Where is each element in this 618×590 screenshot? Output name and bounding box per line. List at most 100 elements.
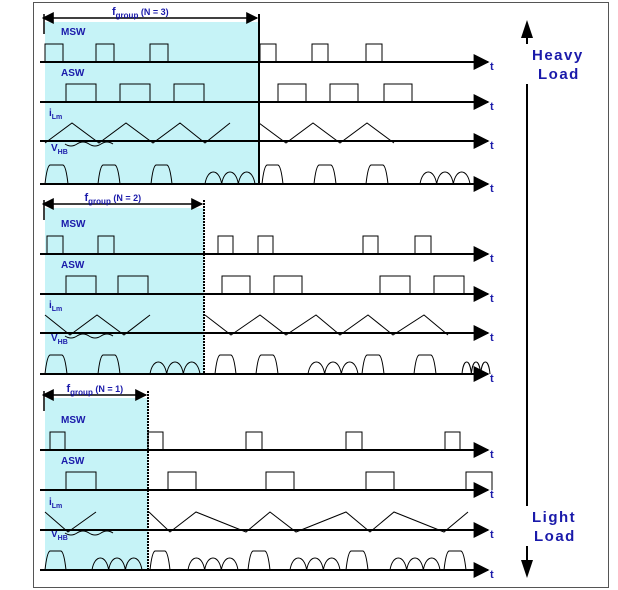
asw-pulse <box>65 275 97 294</box>
msw-pulse <box>149 43 169 62</box>
asw-label: ASW <box>61 68 85 79</box>
vhb-ringing <box>187 557 239 571</box>
vhb-ringing <box>91 557 143 571</box>
msw-label: MSW <box>61 27 86 38</box>
asw-pulse <box>273 275 303 294</box>
ilm-ripple <box>64 530 114 536</box>
ilm-waveform <box>44 122 231 144</box>
ilm-waveform <box>148 511 469 533</box>
asw-pulse <box>221 275 251 294</box>
asw-pulse <box>433 275 465 294</box>
vhb-pulse <box>247 550 271 571</box>
vhb-label: VHB <box>51 143 68 156</box>
heavy-load-label-line2: Load <box>538 66 580 83</box>
vhb-pulse <box>214 354 237 375</box>
group-frequency-label: fgroup (N = 2) <box>85 192 142 206</box>
group-frequency-label: fgroup (N = 1) <box>67 383 124 397</box>
vhb-pulse <box>261 164 284 185</box>
vhb-pulse <box>255 354 279 375</box>
vhb-pulse <box>44 550 67 571</box>
vhb-label: VHB <box>51 333 68 346</box>
asw-pulse <box>65 83 97 102</box>
asw-label: ASW <box>61 456 85 467</box>
msw-pulse <box>259 43 277 62</box>
msw-pulse <box>97 235 115 254</box>
ilm-waveform <box>204 314 449 336</box>
msw-label: MSW <box>61 415 86 426</box>
vhb-pulse <box>413 354 437 375</box>
asw-pulse <box>379 275 411 294</box>
asw-pulse <box>173 83 205 102</box>
load-axis-arrowhead-top <box>521 20 533 38</box>
load-label-bg-heavy <box>512 44 602 84</box>
vhb-ringing <box>149 361 201 375</box>
time-axis-label: t <box>490 373 494 385</box>
ilm-label: iLm <box>49 300 62 313</box>
time-axis-label: t <box>490 449 494 461</box>
vhb-pulse <box>361 354 385 375</box>
msw-pulse <box>345 431 363 450</box>
vhb-pulse <box>149 550 171 571</box>
vhb-pulse <box>44 354 68 375</box>
time-axis-label: t <box>490 529 494 541</box>
msw-pulse <box>444 431 461 450</box>
vhb-label: VHB <box>51 529 68 542</box>
vhb-pulse <box>365 164 389 185</box>
msw-pulse <box>95 43 115 62</box>
vhb-pulse <box>97 354 121 375</box>
time-axis-label: t <box>490 332 494 344</box>
light-load-label-line1: Light <box>532 509 576 526</box>
time-axis-label: t <box>490 569 494 581</box>
msw-pulse <box>46 235 64 254</box>
asw-pulse <box>277 83 307 102</box>
asw-pulse <box>119 83 151 102</box>
time-axis-label: t <box>490 253 494 265</box>
asw-label: ASW <box>61 260 85 271</box>
msw-pulse <box>365 43 383 62</box>
vhb-pulse <box>150 164 173 185</box>
load-axis: Heavy Load Light Load <box>512 20 602 578</box>
vhb-ringing <box>389 557 441 571</box>
vhb-pulse <box>443 550 467 571</box>
time-axis-label: t <box>490 61 494 73</box>
vhb-ringing <box>204 171 256 185</box>
msw-pulse <box>257 235 274 254</box>
asw-pulse <box>465 471 493 490</box>
ilm-waveform <box>44 314 151 336</box>
vhb-pulse <box>97 164 121 185</box>
vhb-pulse <box>345 550 369 571</box>
load-label-bg-light <box>512 506 602 546</box>
vhb-ringing <box>461 361 491 375</box>
ilm-ripple <box>64 333 114 339</box>
msw-pulse <box>147 431 164 450</box>
load-axis-arrowhead-bottom <box>521 560 533 578</box>
asw-pulse <box>65 471 97 490</box>
ilm-label: iLm <box>49 497 62 510</box>
ilm-label: iLm <box>49 108 62 121</box>
group-shade-region <box>45 208 204 374</box>
time-axis-label: t <box>490 293 494 305</box>
asw-pulse <box>265 471 295 490</box>
asw-pulse <box>365 471 395 490</box>
msw-pulse <box>414 235 432 254</box>
vhb-ringing <box>289 557 341 571</box>
light-load-label-line2: Load <box>534 528 576 545</box>
asw-pulse <box>329 83 359 102</box>
asw-pulse <box>117 275 149 294</box>
ilm-waveform <box>44 511 97 533</box>
time-axis-label: t <box>490 101 494 113</box>
vhb-ringing <box>307 361 359 375</box>
time-axis-label: t <box>490 140 494 152</box>
time-axis-label: t <box>490 489 494 501</box>
asw-pulse <box>167 471 197 490</box>
time-axis-label: t <box>490 183 494 195</box>
asw-pulse <box>383 83 413 102</box>
msw-pulse <box>217 235 234 254</box>
heavy-load-label-line1: Heavy <box>532 47 584 64</box>
vhb-pulse <box>313 164 337 185</box>
msw-label: MSW <box>61 219 86 230</box>
